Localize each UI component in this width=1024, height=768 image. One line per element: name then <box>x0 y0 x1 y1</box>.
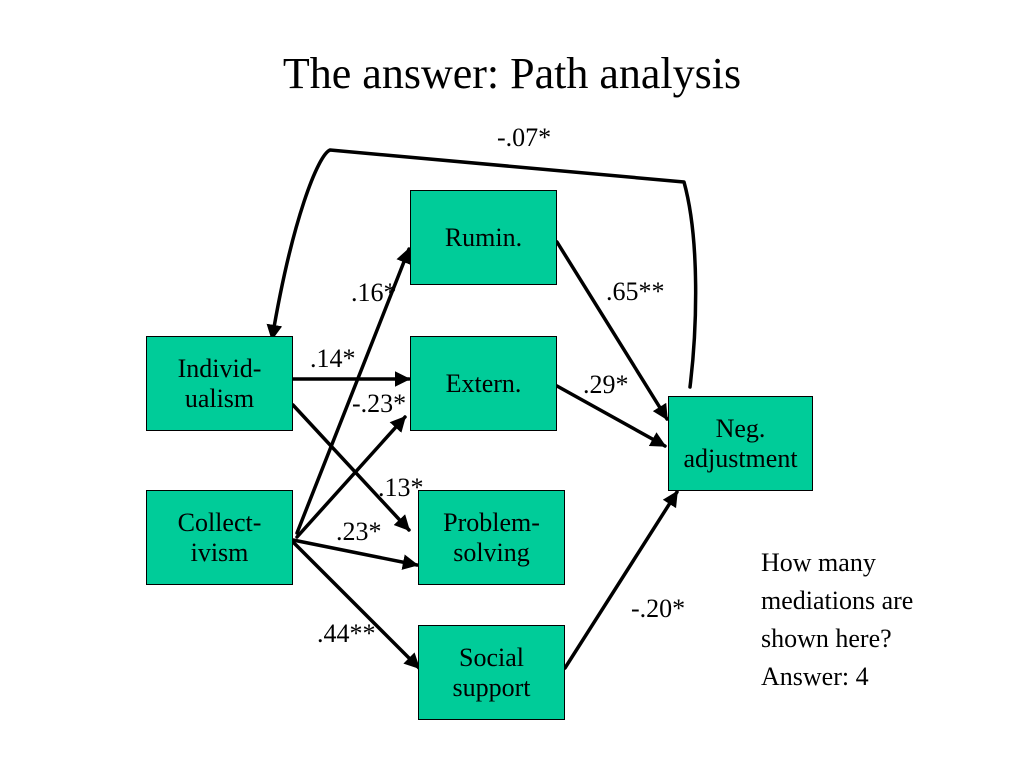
box-rumin: Rumin. <box>410 190 557 285</box>
coef-social-neg: -.20* <box>631 594 686 623</box>
coef-individualism-problem: .13* <box>378 473 424 502</box>
box-individualism: Individ-ualism <box>146 336 293 431</box>
arrow-rumin-to-neg <box>555 240 669 421</box>
box-problem-line2: solving <box>453 537 530 567</box>
box-social-line1: Social <box>459 642 524 672</box>
question-line-3: shown here? <box>761 624 892 653</box>
box-neg-adjustment: Neg.adjustment <box>668 396 813 491</box>
box-neg-line2: adjustment <box>683 443 798 473</box>
box-extern: Extern. <box>410 336 557 431</box>
box-problem-solving: Problem-solving <box>418 490 565 585</box>
question-line-4: Answer: 4 <box>761 662 869 691</box>
box-collectivism-line2: ivism <box>190 537 249 567</box>
coef-collectivism-rumin: .16* <box>351 278 397 307</box>
coef-rumin-neg: .65** <box>606 277 665 306</box>
coef-collectivism-social: .44** <box>317 619 376 648</box>
coef-collectivism-problem: .23* <box>336 517 382 546</box>
coef-individualism-neg: -.07* <box>497 123 552 152</box>
coef-extern-neg: .29* <box>583 370 629 399</box>
box-individualism-line1: Individ- <box>177 353 262 383</box>
arrow-collectivism-to-social <box>291 540 421 670</box>
arrow-neg-to-individualism <box>266 148 698 389</box>
box-rumin-line1: Rumin. <box>444 222 523 252</box>
question-line-2: mediations are <box>761 586 914 615</box>
coef-collectivism-extern: -.23* <box>352 389 407 418</box>
arrow-collectivism-to-extern <box>295 415 407 539</box>
box-collectivism: Collect-ivism <box>146 490 293 585</box>
coef-individualism-extern: .14* <box>310 344 356 373</box>
question-line-1: How many <box>761 548 876 577</box>
box-neg-line1: Neg. <box>715 413 766 443</box>
question-text: How many mediations are shown here? Answ… <box>761 544 913 696</box>
box-individualism-line2: ualism <box>184 383 255 413</box>
box-social-line2: support <box>452 672 531 702</box>
slide-title: The answer: Path analysis <box>282 49 742 98</box>
arrow-collectivism-to-rumin <box>295 247 412 535</box>
arrow-individualism-to-problem <box>291 403 411 532</box>
arrow-extern-to-neg <box>555 384 667 448</box>
box-extern-line1: Extern. <box>445 368 522 398</box>
box-problem-line1: Problem- <box>443 507 540 537</box>
box-collectivism-line1: Collect- <box>177 507 262 537</box>
arrow-collectivism-to-problem <box>291 538 419 570</box>
arrow-social-to-neg <box>563 490 679 670</box>
